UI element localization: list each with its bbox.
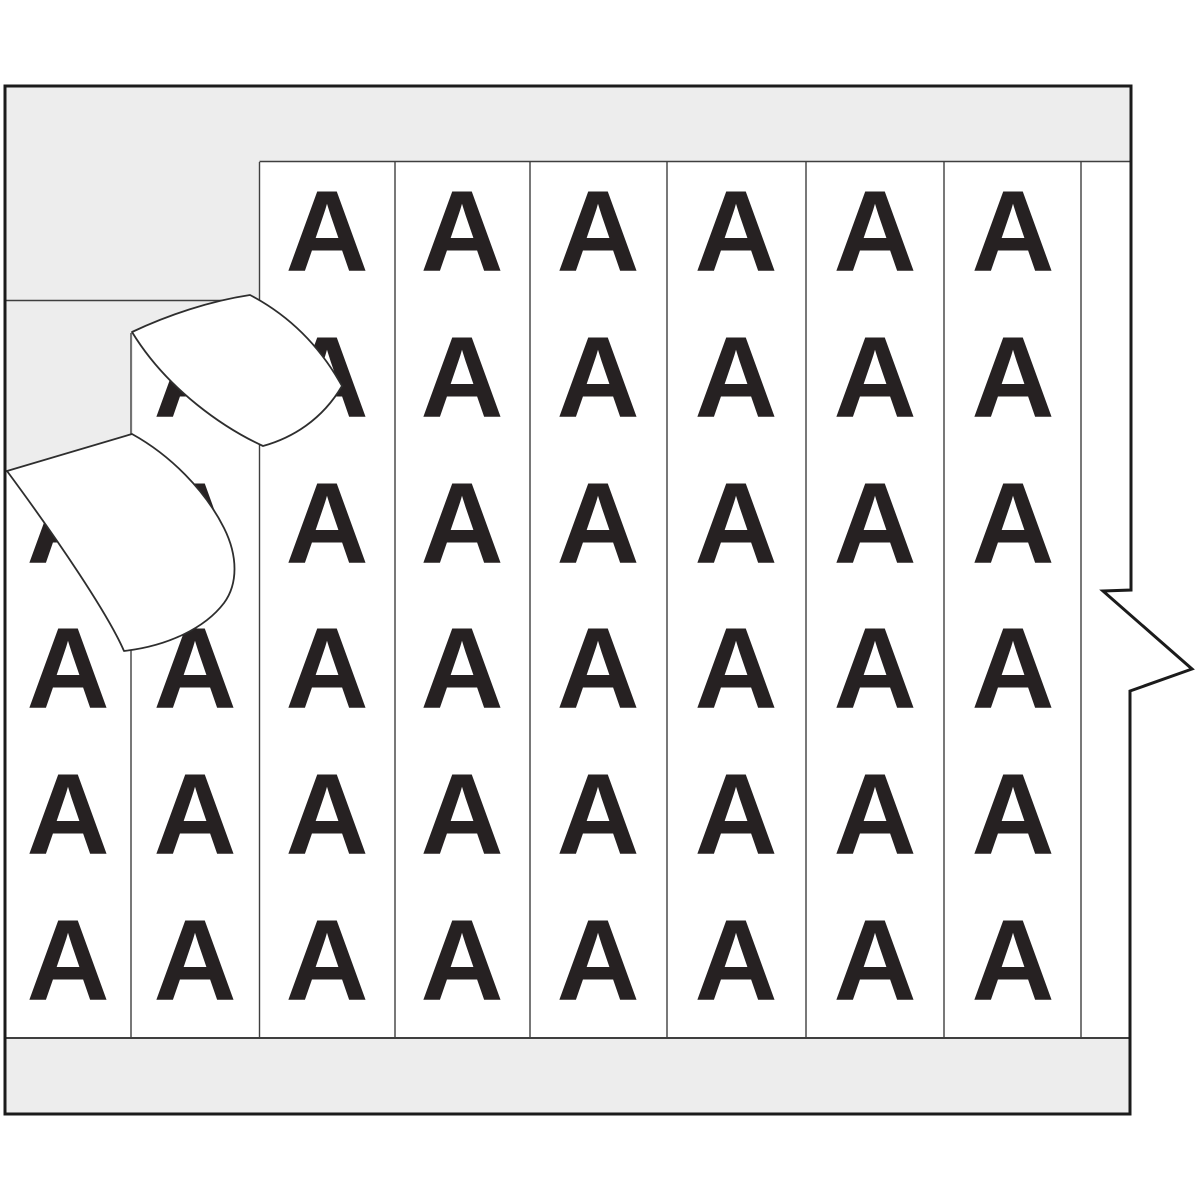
marker-letter: A — [420, 897, 503, 1025]
marker-letters: AAAAAAAAAAAAAAAAAAAAAAAAAAAAAAAAAAAAAAAA… — [26, 168, 1054, 1025]
peeling-marker-bottom — [6, 433, 236, 652]
marker-letter: A — [285, 897, 368, 1025]
marker-letter: A — [420, 168, 503, 296]
marker-strips-main-columns — [259, 162, 1081, 1038]
marker-letter: A — [556, 314, 639, 442]
marker-letter: A — [694, 168, 777, 296]
marker-letter: A — [26, 605, 109, 733]
marker-strip-partial-column-with-tab — [1081, 162, 1192, 1038]
marker-letter: A — [556, 751, 639, 879]
peeling-marker-top — [131, 294, 343, 447]
marker-letter: A — [971, 897, 1054, 1025]
marker-letter: A — [833, 168, 916, 296]
marker-letter: A — [833, 314, 916, 442]
marker-letter: A — [420, 605, 503, 733]
marker-letter: A — [971, 168, 1054, 296]
marker-letter: A — [420, 751, 503, 879]
marker-letter: A — [285, 751, 368, 879]
marker-letter: A — [833, 897, 916, 1025]
marker-letter: A — [285, 460, 368, 588]
marker-letter: A — [833, 751, 916, 879]
marker-letter: A — [556, 897, 639, 1025]
marker-letter: A — [833, 605, 916, 733]
marker-letter: A — [556, 168, 639, 296]
marker-letter: A — [694, 751, 777, 879]
marker-letter: A — [556, 460, 639, 588]
die-cut-lines — [6, 160, 1130, 1039]
marker-letter: A — [420, 314, 503, 442]
marker-letter: A — [420, 460, 503, 588]
marker-letter: A — [971, 314, 1054, 442]
backing-exposed-left — [6, 301, 133, 471]
card-outline-with-pull-tab — [3, 84, 1195, 1116]
marker-letter: A — [694, 314, 777, 442]
marker-letter: A — [556, 605, 639, 733]
marker-letter: A — [694, 460, 777, 588]
backing-exposed-wedge — [133, 292, 260, 332]
marker-letter: A — [26, 751, 109, 879]
marker-letter: A — [285, 605, 368, 733]
marker-letter: A — [153, 751, 236, 879]
marker-letter: A — [971, 605, 1054, 733]
marker-letter: A — [971, 460, 1054, 588]
marker-letter: A — [285, 168, 368, 296]
marker-letter: A — [694, 605, 777, 733]
marker-letter: A — [26, 897, 109, 1025]
marker-letter: A — [971, 751, 1054, 879]
marker-letter: A — [833, 460, 916, 588]
marker-letter: A — [694, 897, 777, 1025]
backing-top-band — [6, 86, 1130, 301]
marker-letter: A — [153, 897, 236, 1025]
